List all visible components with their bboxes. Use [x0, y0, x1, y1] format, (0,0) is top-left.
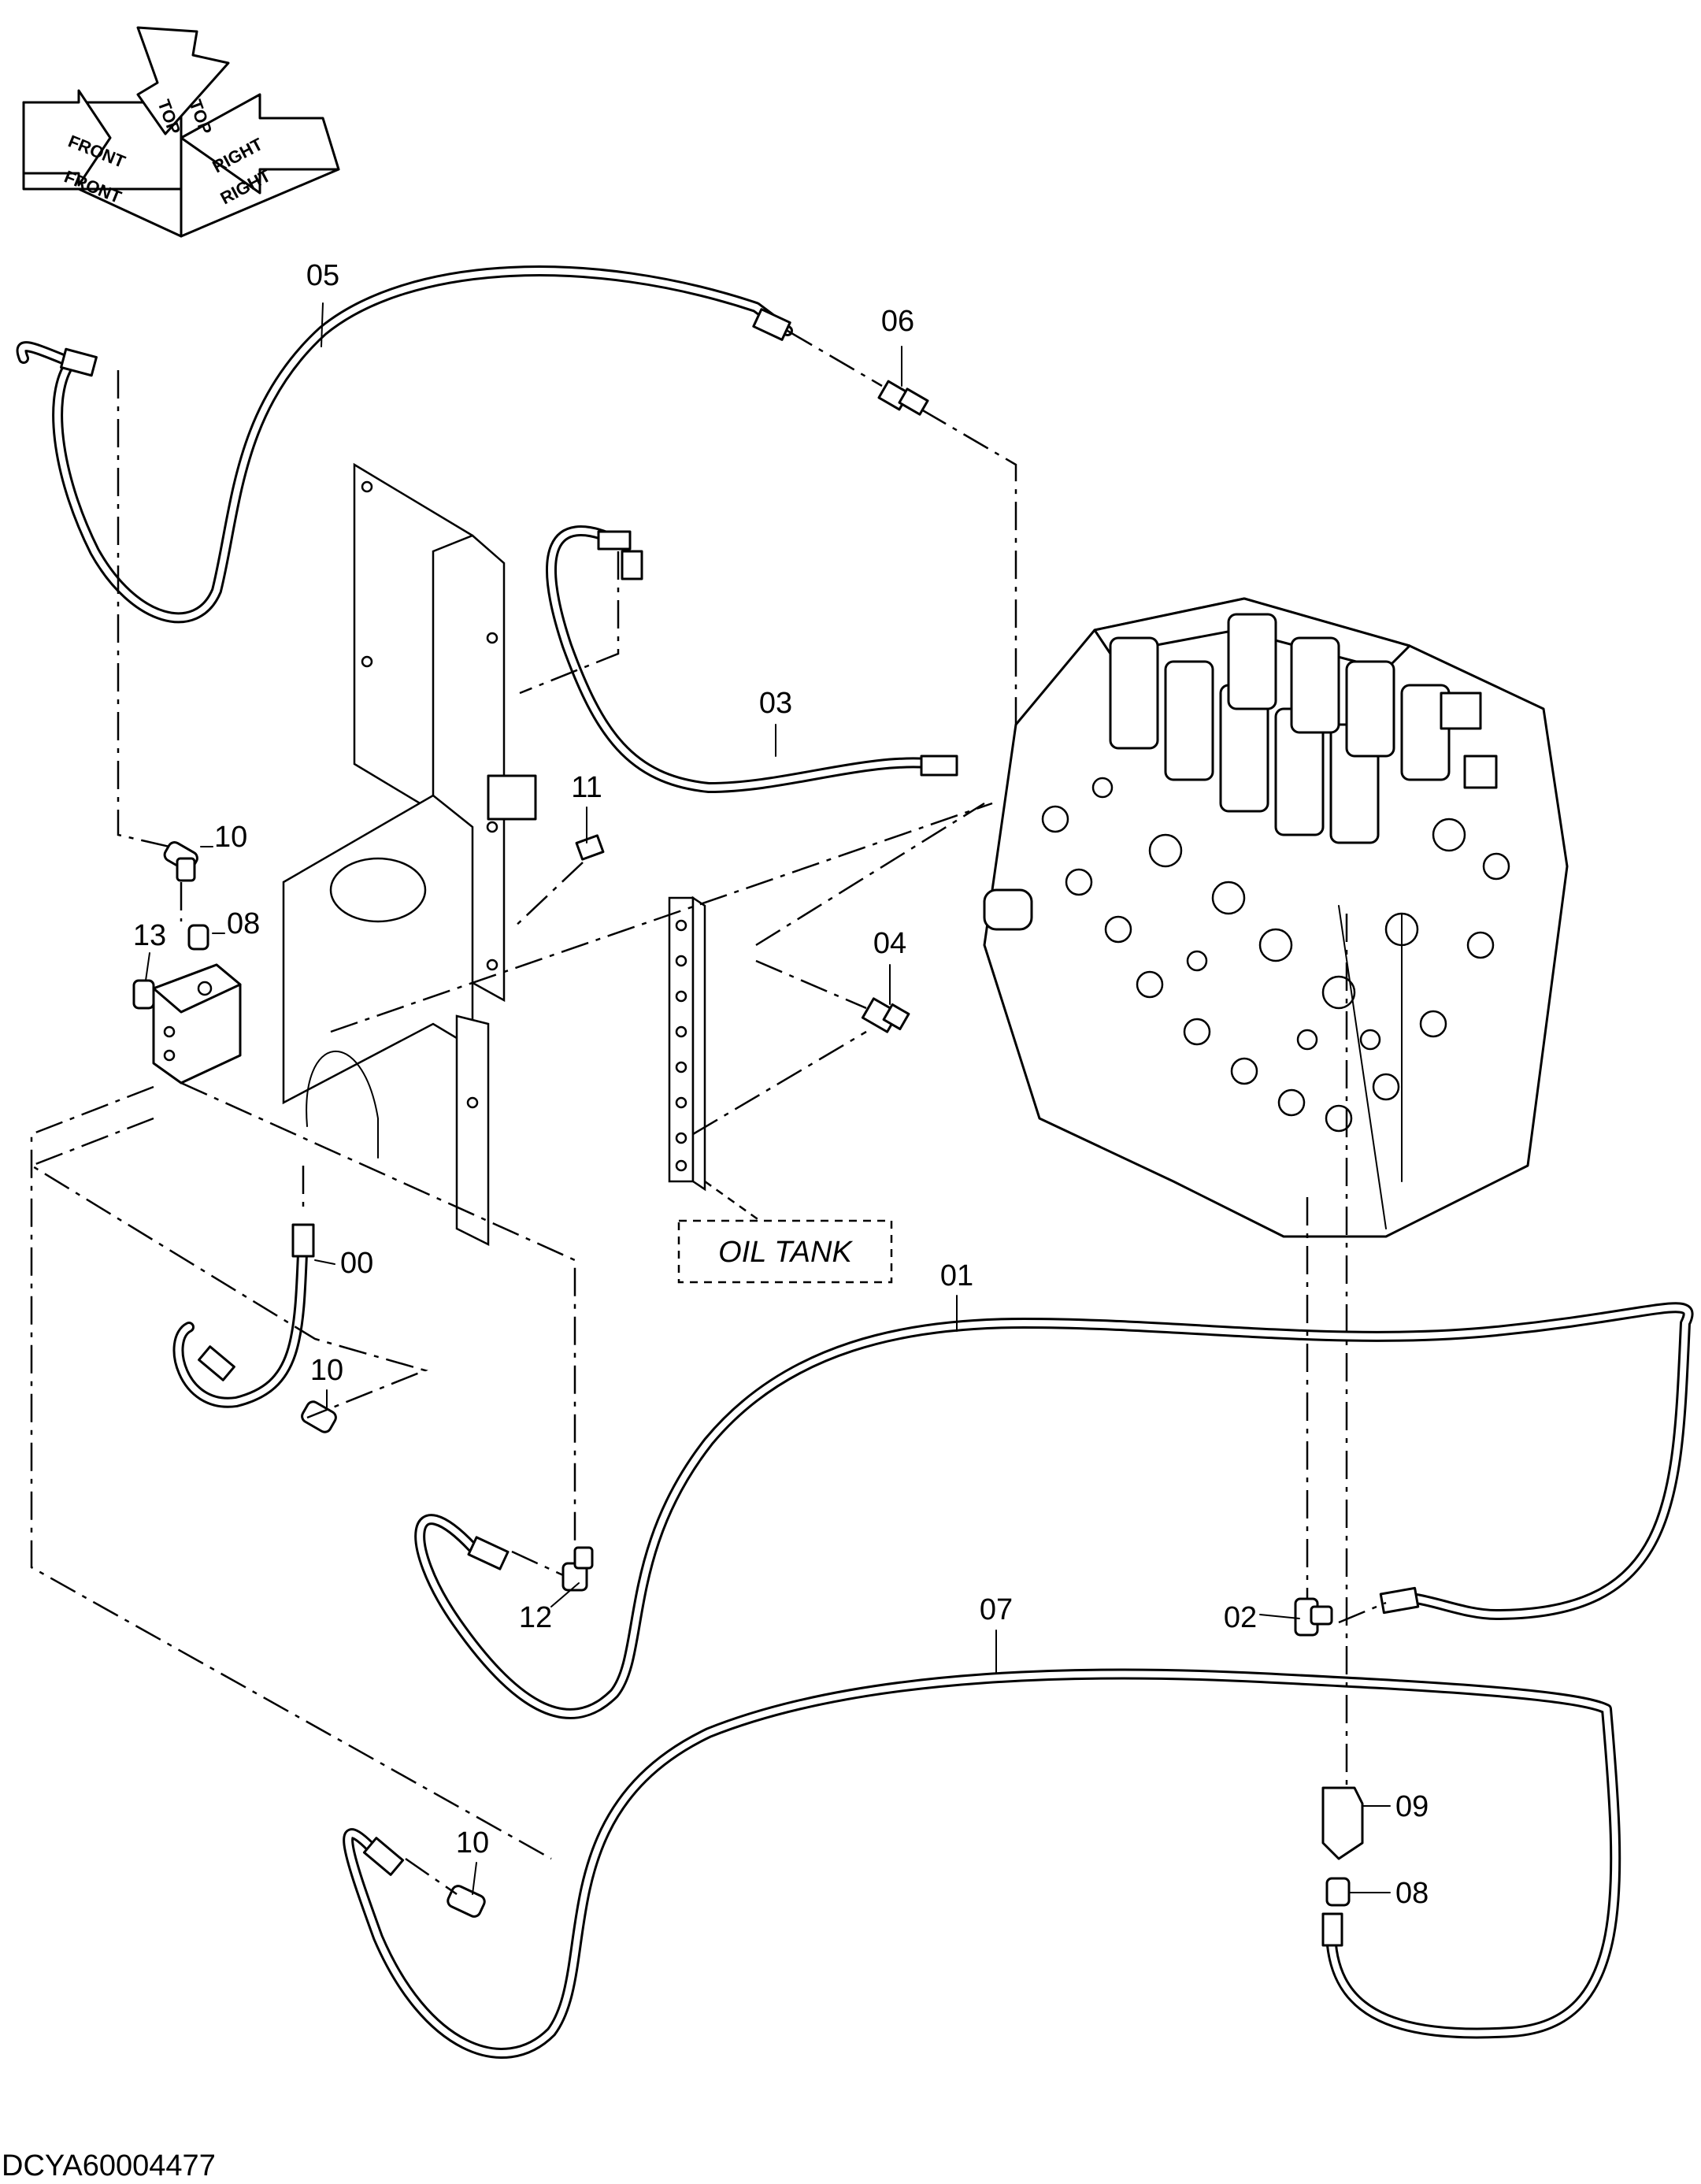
label-08-upper: 08 — [227, 907, 260, 940]
control-valve — [983, 597, 1569, 1238]
label-06: 06 — [881, 305, 914, 338]
fitting-08-lower — [1325, 1877, 1351, 1907]
fitting-10-upper — [163, 841, 198, 882]
label-10-upper: 10 — [214, 821, 247, 854]
hose-05 — [16, 265, 793, 624]
orientation-indicator: FRONT FRONT TOP TOP RIGHT RIGHT — [22, 26, 340, 238]
valve-spools — [1109, 613, 1451, 844]
hose-07 — [343, 1668, 1621, 2059]
label-00: 00 — [340, 1247, 373, 1280]
drawing-code: DCYA60004477 — [2, 2149, 216, 2182]
oil-tank-callout: OIL TANK — [677, 1180, 893, 1284]
fitting-04 — [861, 997, 910, 1033]
label-01: 01 — [940, 1259, 973, 1292]
label-12: 12 — [519, 1601, 552, 1634]
valve-block-13 — [132, 963, 242, 1085]
label-02: 02 — [1224, 1601, 1257, 1634]
assembly-centerlines — [29, 329, 1387, 1896]
hose-00 — [172, 1223, 315, 1408]
label-10-lower: 10 — [456, 1826, 489, 1860]
bolt-11 — [575, 834, 605, 861]
label-09: 09 — [1395, 1790, 1429, 1823]
part-labels: 05 06 03 11 04 10 08 13 00 10 01 07 02 1… — [133, 259, 1429, 1910]
label-07: 07 — [980, 1593, 1013, 1626]
fitting-06 — [877, 380, 929, 416]
fitting-09 — [1321, 1786, 1364, 1860]
fitting-12 — [561, 1546, 594, 1592]
label-10-middle: 10 — [310, 1354, 343, 1387]
mounting-bracket — [282, 462, 537, 1247]
oil-tank-flange — [668, 895, 706, 1192]
label-05: 05 — [306, 259, 339, 292]
hose-03 — [546, 525, 958, 793]
label-11: 11 — [571, 771, 602, 804]
fitting-02 — [1294, 1597, 1333, 1637]
label-04: 04 — [873, 927, 906, 960]
fitting-08-upper — [187, 924, 209, 951]
top-label-right: TOP — [185, 97, 216, 137]
label-13: 13 — [133, 919, 166, 952]
oil-tank-label: OIL TANK — [718, 1236, 853, 1269]
valve-ports — [1041, 777, 1510, 1133]
fitting-10-middle — [301, 1400, 337, 1433]
leader-lines — [145, 302, 1391, 1895]
label-03: 03 — [759, 687, 792, 720]
hose-01 — [414, 1302, 1694, 1719]
fitting-10-lower — [447, 1885, 486, 1918]
label-08-lower: 08 — [1395, 1877, 1429, 1910]
